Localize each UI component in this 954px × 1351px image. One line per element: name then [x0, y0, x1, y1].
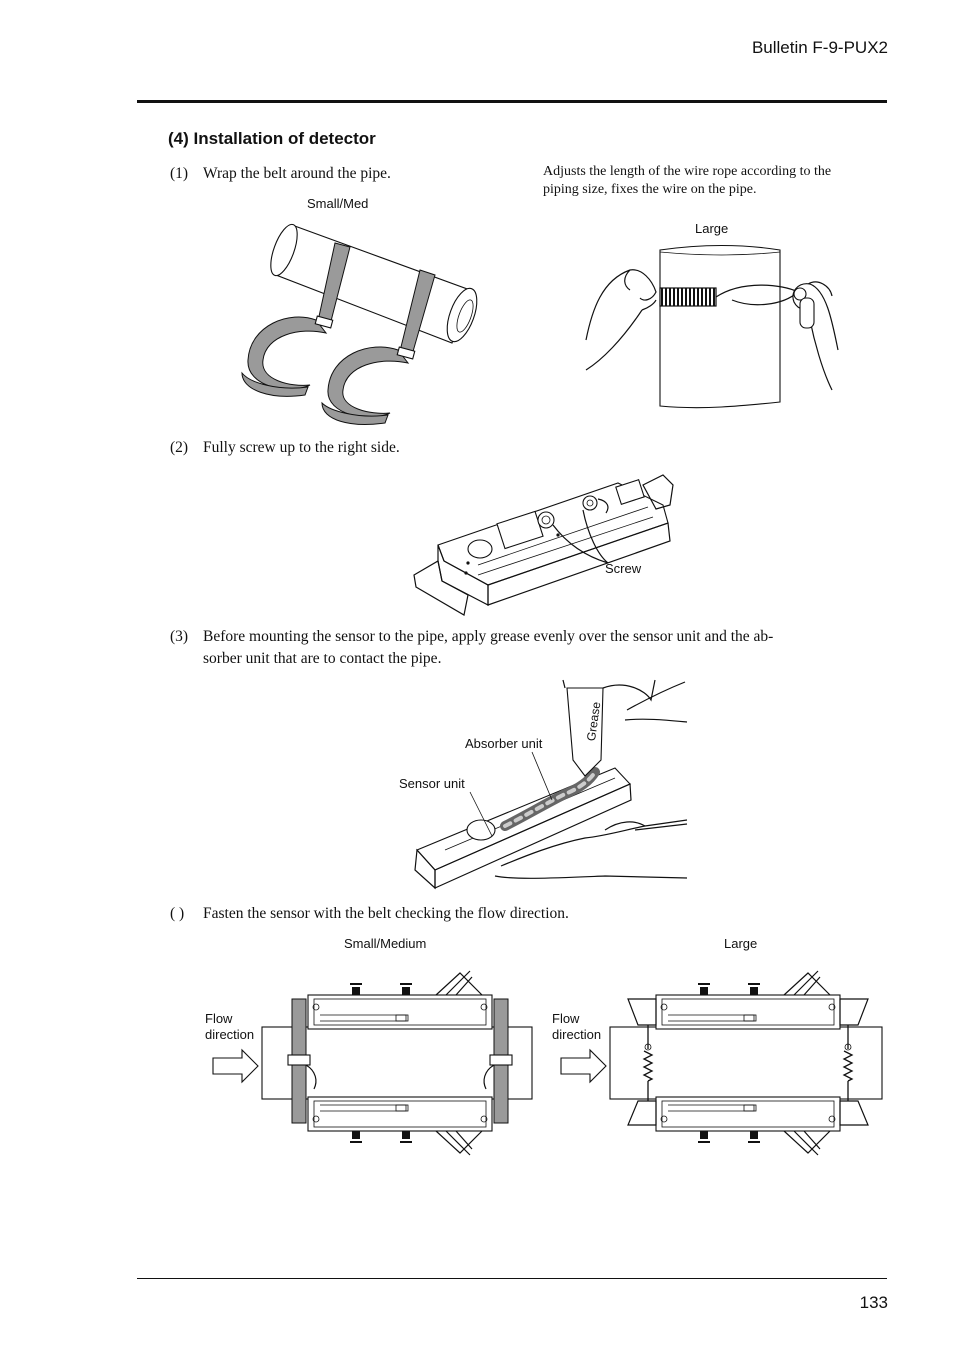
- step-2: (2) Fully screw up to the right side.: [170, 437, 400, 459]
- footer-rule: [137, 1278, 887, 1279]
- step-3: (3) Before mounting the sensor to the pip…: [170, 626, 773, 648]
- bulletin-header: Bulletin F-9-PUX2: [751, 38, 888, 57]
- flow-label-left: Flow direction: [205, 1011, 254, 1043]
- direction-word-left: direction: [205, 1027, 255, 1042]
- label-large-2: Large: [724, 936, 758, 951]
- label-absorber-unit: Absorber unit: [465, 736, 543, 751]
- label-small-medium: Small/Medium: [344, 936, 427, 951]
- header-rule: [137, 100, 887, 103]
- step-3-text-cont: sorber unit that are to contact the pipe…: [203, 650, 442, 667]
- step-1: (1) Wrap the belt around the pipe.: [170, 163, 391, 185]
- wire-rope-figure: [585, 244, 839, 409]
- flow-word-right: Flow: [552, 1011, 580, 1026]
- step-3-number: (3): [170, 628, 189, 645]
- wire-note-line-2: piping size, fixes the wire on the pipe.: [543, 182, 757, 197]
- wire-note-line-1: Adjusts the length of the wire rope acco…: [543, 164, 832, 179]
- screw-figure: [413, 474, 674, 616]
- label-screw: Screw: [605, 561, 642, 576]
- step-1-number: (1): [170, 165, 189, 182]
- step-4: ( ) Fasten the sensor with the belt check…: [170, 903, 569, 925]
- label-small-med: Small/Med: [307, 196, 369, 211]
- grease-figure: [414, 679, 688, 890]
- section-title: (4) Installation of detector: [168, 129, 376, 148]
- flow-arrow-icon: [212, 1048, 259, 1084]
- flow-word-left: Flow: [205, 1011, 233, 1026]
- mount-small-medium-figure: [212, 970, 533, 1156]
- step-2-text: Fully screw up to the right side.: [203, 439, 400, 456]
- step-3-text: Before mounting the sensor to the pipe, …: [203, 628, 774, 645]
- page-number: 133: [859, 1293, 888, 1312]
- flow-arrow-icon-2: [560, 1048, 607, 1084]
- wire-note: Adjusts the length of the wire rope acco…: [543, 163, 888, 199]
- step-1-text: Wrap the belt around the pipe.: [203, 165, 391, 182]
- label-large: Large: [695, 221, 729, 236]
- belt-wrap-figure: [241, 223, 478, 425]
- label-sensor-unit: Sensor unit: [399, 776, 465, 791]
- step-4-number: ( ): [170, 905, 185, 922]
- step-2-number: (2): [170, 439, 189, 456]
- flow-label-right: Flow direction: [552, 1011, 601, 1043]
- mount-large-figure: [560, 970, 883, 1156]
- leader-lines: [469, 751, 553, 837]
- step-4-text: Fasten the sensor with the belt checking…: [203, 905, 569, 922]
- direction-word-right: direction: [552, 1027, 602, 1042]
